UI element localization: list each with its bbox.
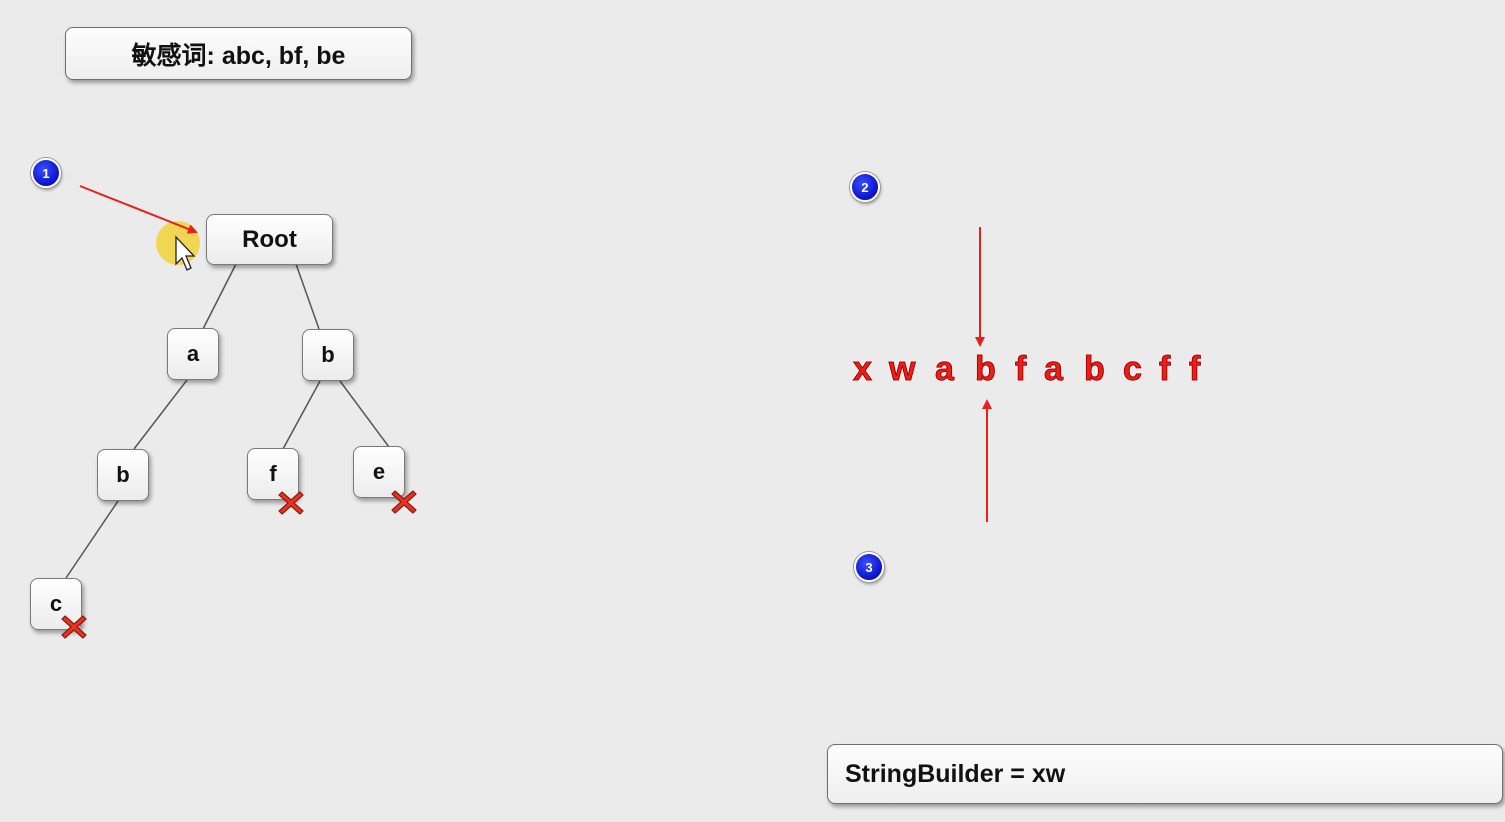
end-mark-icon-e [391,490,417,514]
tree-node-b-top-label: b [321,342,335,367]
input-letter: f [1014,350,1027,389]
tree-node-root-label: Root [242,225,297,253]
input-letter: c [1123,350,1143,389]
tree-node-b-top: b [302,329,354,381]
input-letter: a [1044,350,1064,389]
tree-node-a-label: a [186,341,200,366]
tree-node-c-label: c [49,591,63,616]
edge-root-a [202,263,237,330]
sensitive-words-box: 敏感词: abc, bf, be [65,27,412,80]
tree-node-b-left-label: b [116,462,130,487]
string-builder-box: StringBuilder = xw [827,744,1503,804]
string-builder-label: StringBuilder = xw [845,759,1066,788]
edge-b-f [282,380,321,450]
tree-node-root: Root [206,214,333,265]
step-badge-3: 3 [854,552,884,582]
tree-node-a: a [167,328,219,380]
input-letter: x [853,350,873,389]
mouse-cursor-icon [175,235,196,271]
input-letter: a [935,350,955,389]
input-letter: f [1188,350,1201,389]
end-mark-icon-c [61,615,87,639]
step-badge-2-label: 2 [861,179,869,195]
edge-b-e [339,380,390,448]
tree-node-f-label: f [269,461,277,486]
sensitive-words-label: 敏感词: abc, bf, be [131,41,346,70]
edge-root-b [295,263,320,330]
edge-a-b [133,379,188,450]
end-mark-icon-f [278,491,304,515]
input-letter: b [1084,350,1106,389]
edge-b-c [65,500,119,579]
tree-node-e: e [353,446,405,498]
tree-node-f: f [247,448,299,500]
tree-node-c: c [30,578,82,630]
step-badge-3-label: 3 [865,559,873,575]
step-badge-1-label: 1 [42,165,50,181]
tree-node-b-left: b [97,449,149,501]
input-letter: w [888,350,916,389]
pointer-arrow-1 [79,185,198,234]
input-letter: b [975,350,997,389]
tree-node-e-label: e [372,459,386,484]
step-badge-1: 1 [31,158,61,188]
input-letter: f [1158,350,1171,389]
step-badge-2: 2 [850,172,880,202]
